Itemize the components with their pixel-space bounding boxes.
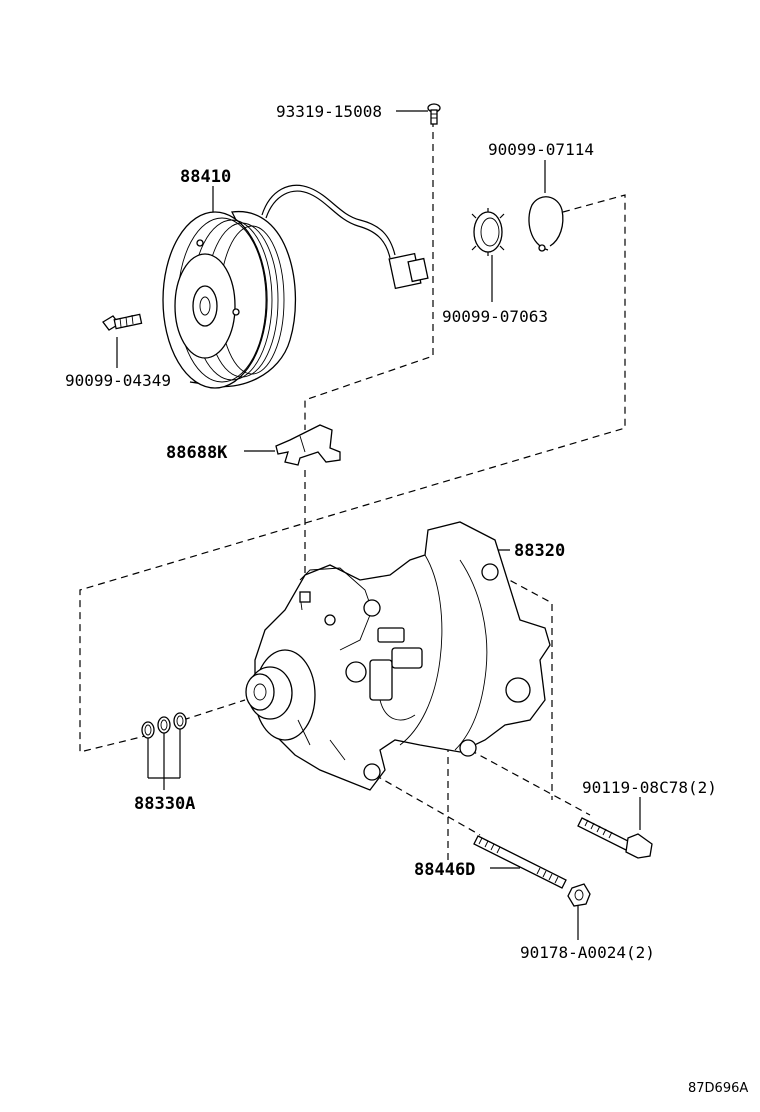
label-88688K: 88688K <box>166 443 228 463</box>
snap-ring-90099-07114 <box>528 196 564 252</box>
figure-code: 87D696A <box>688 1081 748 1096</box>
shims-88330A <box>141 712 187 739</box>
washer-90099-07063 <box>471 208 505 256</box>
label-90099-07063: 90099-07063 <box>442 307 548 326</box>
clutch-pulley-88410 <box>162 184 429 389</box>
label-90178-A0024: 90178-A0024(2) <box>520 943 655 962</box>
label-88320: 88320 <box>514 541 565 561</box>
label-90099-07114: 90099-07114 <box>488 140 594 159</box>
nut-90178 <box>567 883 591 907</box>
screw-93319 <box>427 103 441 125</box>
label-90119-08C78: 90119-08C78(2) <box>582 778 717 797</box>
label-93319-15008: 93319-15008 <box>276 102 382 121</box>
bracket-88688K <box>275 424 341 466</box>
label-88330A: 88330A <box>134 794 195 814</box>
leader-lines <box>116 110 641 940</box>
dashed-assembly-lines <box>79 120 626 860</box>
bolt-90119 <box>577 817 653 859</box>
label-88446D: 88446D <box>414 860 475 880</box>
label-90099-04349: 90099-04349 <box>65 371 171 390</box>
compressor-88320 <box>245 521 551 791</box>
stud-bolt-88446D <box>473 835 567 889</box>
label-88410: 88410 <box>180 167 231 187</box>
bolt-90099-04349 <box>102 313 143 331</box>
